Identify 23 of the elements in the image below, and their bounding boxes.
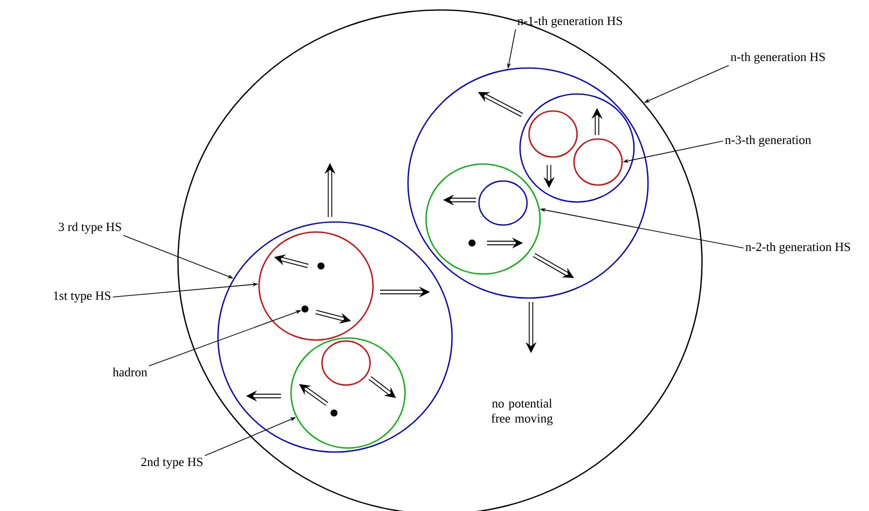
text-label: hadron (112, 368, 148, 376)
text-label: n-th generation HS (730, 52, 825, 64)
particle-dot (318, 262, 324, 270)
text-label: n-3-th generation (725, 135, 812, 147)
circle (478, 180, 528, 226)
text-label: 3 rd type HS (58, 222, 121, 234)
circle (217, 221, 453, 453)
circle (425, 163, 541, 275)
circle (258, 231, 374, 341)
particle-dot (468, 240, 476, 246)
circle (407, 67, 649, 299)
text-label: 2nd type HS (141, 457, 202, 469)
particle-dot (330, 410, 338, 416)
text-label: n-2-th generation HS (746, 242, 850, 254)
circle (573, 138, 623, 186)
note-text: no potential free moving (492, 398, 553, 426)
circle (290, 337, 406, 449)
circle (519, 93, 635, 203)
particle-dot (302, 306, 308, 312)
text-label: n-1-th generation HS (518, 16, 622, 28)
circle (528, 110, 578, 158)
circle (321, 340, 371, 386)
text-label: 1st type HS (54, 292, 110, 302)
